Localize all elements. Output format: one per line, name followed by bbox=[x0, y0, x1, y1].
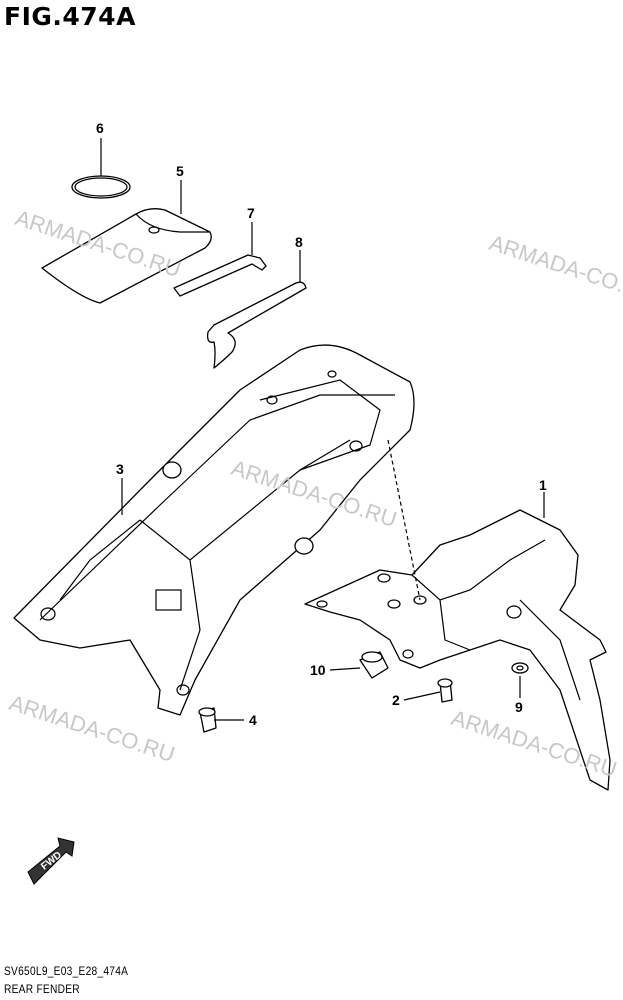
callout-5: 5 bbox=[176, 163, 184, 179]
callout-3: 3 bbox=[116, 461, 124, 477]
figure-title: FIG.474A bbox=[4, 2, 136, 31]
callout-10: 10 bbox=[310, 662, 326, 678]
callout-6: 6 bbox=[96, 120, 104, 136]
part-5-tool-bag[interactable] bbox=[41, 208, 212, 304]
callout-2: 2 bbox=[392, 692, 400, 708]
callout-labels: 6 5 7 8 3 1 10 2 4 9 bbox=[96, 120, 547, 728]
part-10-grommet[interactable] bbox=[359, 651, 389, 679]
part-8-spanner[interactable] bbox=[206, 281, 307, 369]
callout-7: 7 bbox=[247, 205, 255, 221]
leader-lines bbox=[100, 138, 545, 721]
part-7-hex-key[interactable] bbox=[173, 254, 267, 297]
diagram-code: SV650L9_E03_E28_474A bbox=[4, 964, 129, 978]
part-6-o-ring[interactable] bbox=[71, 175, 131, 199]
diagram-name: REAR FENDER bbox=[4, 982, 80, 996]
callout-4: 4 bbox=[249, 712, 257, 728]
part-9-washer[interactable] bbox=[511, 662, 529, 674]
part-1-rear-fender[interactable] bbox=[304, 509, 611, 791]
callout-8: 8 bbox=[295, 234, 303, 250]
fwd-arrow-icon: FWD bbox=[27, 837, 75, 885]
part-3-inner-fender[interactable] bbox=[13, 344, 415, 716]
callout-1: 1 bbox=[539, 477, 547, 493]
part-4-bolt[interactable] bbox=[198, 707, 217, 733]
callout-9: 9 bbox=[515, 699, 523, 715]
part-2-bolt[interactable] bbox=[437, 678, 453, 703]
